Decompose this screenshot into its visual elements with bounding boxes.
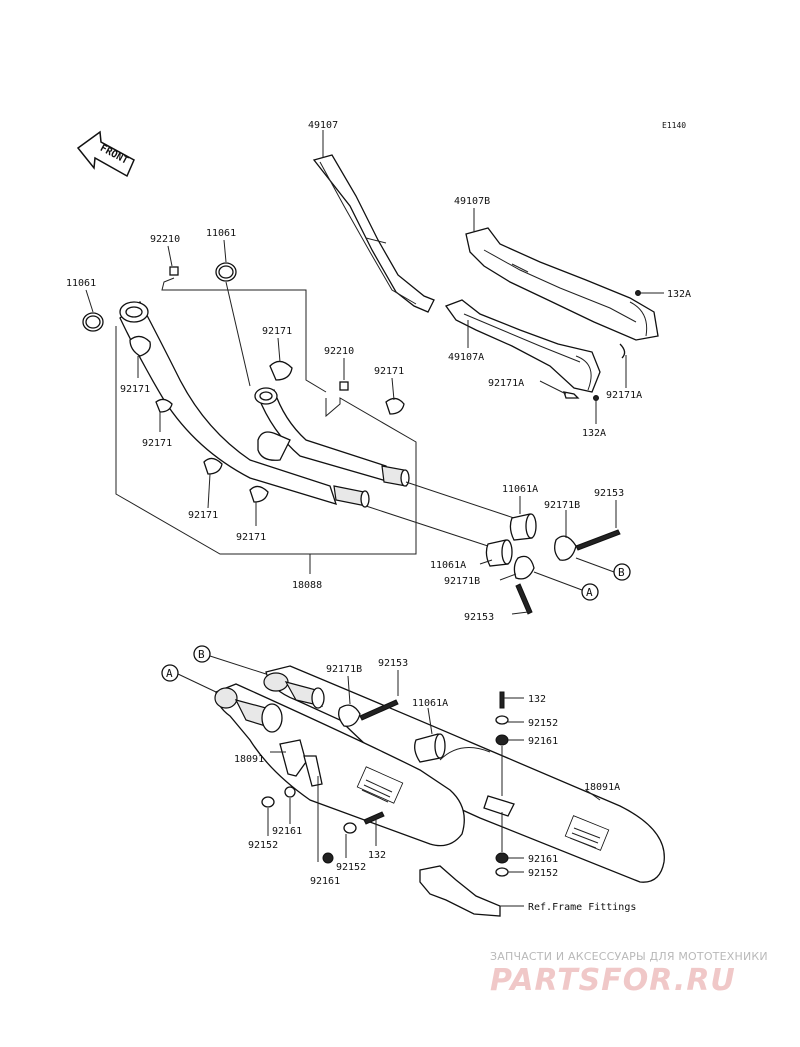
label-132A-bottom: 132A [582,428,606,439]
label-132-top: 132 [528,694,546,705]
label-11061-left: 11061 [66,278,96,289]
ref-a-lower: A [166,667,173,680]
clamp-92171-right [385,397,405,415]
label-92171-mid: 92171 [262,326,292,337]
label-92161-center: 92161 [310,876,340,887]
clamp-92171-mid [269,360,293,381]
frame-fitting-bracket [419,865,501,917]
ref-circle-a-lower [161,664,179,682]
clamp-92171A-left [563,391,580,399]
front-arrow-icon: FRONT [76,130,135,178]
bolt-132-bottom [363,811,385,825]
label-92161-right: 92161 [528,854,558,865]
bolt-132-top [499,691,505,709]
screw-132A-top [635,290,641,296]
label-92153-mid: 92153 [378,658,408,669]
washer-92152-center [343,822,357,834]
label-92161-left: 92161 [272,826,302,837]
bolt-92153-mid [359,699,399,721]
label-11061A-upper: 11061A [502,484,538,495]
ref-a-upper: A [586,586,593,599]
damper-92161-left [284,786,296,798]
clamp-92171B-upper [554,535,577,561]
label-92171B-upper: 92171B [544,500,580,511]
damper-92161-right [495,852,509,864]
washer-92152-right [495,867,509,877]
muffler-bracket-left [279,739,307,777]
label-92171-d: 92171 [236,532,266,543]
label-18088: 18088 [292,580,322,591]
ref-b-upper: B [618,566,625,579]
label-92171-c: 92171 [188,510,218,521]
label-132-bottom: 132 [368,850,386,861]
heat-shield-49107A [444,299,601,393]
clamp-92171B-mid [338,704,361,727]
muffler-18091 [214,683,465,847]
label-11061A-lower: 11061A [430,560,466,571]
muffler-mount-plate [483,795,515,817]
label-92171-right: 92171 [374,366,404,377]
diagram-code: E1140 [662,121,686,130]
label-92153-lower: 92153 [464,612,494,623]
washer-92152-top [495,715,509,725]
ref-circle-b-upper [613,563,631,581]
bolt-92153-upper [575,529,621,551]
clamp-92171-b [155,398,173,413]
label-11061-top: 11061 [206,228,236,239]
label-49107: 49107 [308,120,338,131]
washer-92152-left [261,796,275,808]
clamp-92171-d [249,485,269,503]
label-92152-top: 92152 [528,718,558,729]
heat-shield-49107B [465,227,659,341]
label-ref-frame-fittings: Ref.Frame Fittings [528,902,636,913]
label-92161-top: 92161 [528,736,558,747]
label-49107B: 49107B [454,196,490,207]
label-92210-mid: 92210 [324,346,354,357]
screw-132A-bottom [593,395,599,401]
label-132A-top: 132A [667,289,691,300]
label-18091: 18091 [234,754,264,765]
label-92152-left: 92152 [248,840,278,851]
clamp-92171A-right [619,343,626,359]
label-92153-upper: 92153 [594,488,624,499]
exhaust-pipe-18088 [119,301,410,508]
damper-92161-center [322,852,334,864]
label-11061A-mid: 11061A [412,698,448,709]
label-92171-b: 92171 [142,438,172,449]
label-49107A: 49107A [448,352,484,363]
ref-circle-a-upper [581,583,599,601]
label-92171A-left: 92171A [488,378,524,389]
label-92171A-right: 92171A [606,390,642,401]
clamp-92171-c [203,457,223,475]
label-92152-right: 92152 [528,868,558,879]
watermark-logo: PARTSFOR.RU [490,963,736,998]
label-92171B-mid: 92171B [326,664,362,675]
clamp-92171B-lower [513,555,535,580]
watermark-tagline: ЗАПЧАСТИ И АКСЕССУАРЫ ДЛЯ МОТОТЕХНИКИ [490,950,768,963]
nut-92210-mid [339,381,349,391]
label-18091A: 18091A [584,782,620,793]
label-92171B-lower: 92171B [444,576,480,587]
ref-b-lower: B [198,648,205,661]
part-labels: 49107 49107B 132A 49107A 92171A 92171A 1… [66,120,691,913]
label-92152-center: 92152 [336,862,366,873]
bolt-92153-lower [515,583,533,615]
heat-shield-49107 [312,154,435,313]
label-92171-a: 92171 [120,384,150,395]
nut-92210-top [169,266,179,276]
ref-circle-b-lower [193,645,211,663]
damper-92161-top [495,734,509,746]
label-92210-top: 92210 [150,234,180,245]
clamp-92171-a [129,335,151,357]
